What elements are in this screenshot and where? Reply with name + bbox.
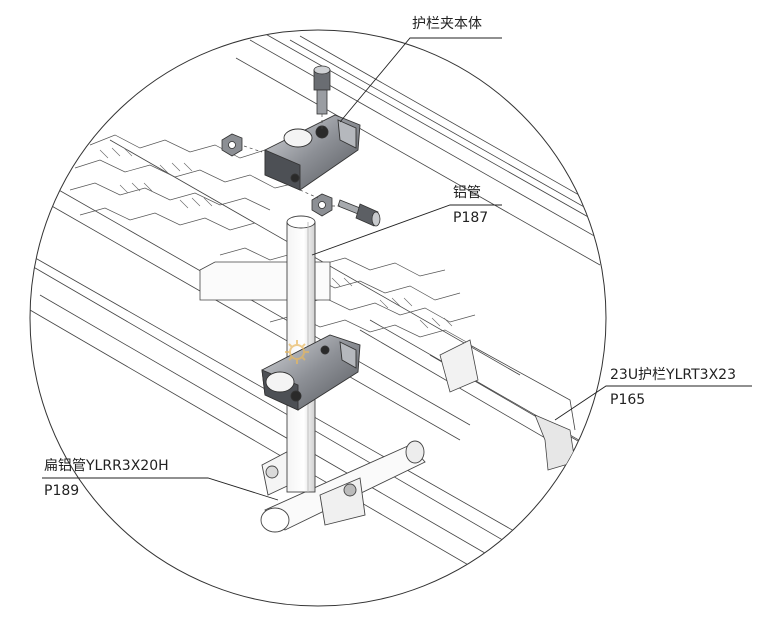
center-lines	[243, 114, 340, 207]
guardrail-label: 23U护栏YLRT3X23	[610, 367, 736, 383]
vertical-screw-part	[313, 65, 331, 115]
aluminum-tube-page-ref: P187	[453, 210, 489, 226]
aluminum-tube-label: 铝管	[453, 185, 481, 201]
clamp-body-label: 护栏夹本体	[412, 16, 482, 32]
lower-clamp-part	[261, 334, 361, 411]
gear-watermark-icon	[285, 340, 309, 364]
flat-tube-label: 扁铝管YLRR3X20H	[44, 458, 169, 474]
upper-clamp-part	[264, 114, 361, 191]
flat-tube-part	[260, 440, 426, 533]
flat-tube-page-ref: P189	[44, 483, 80, 499]
guardrail-page-ref: P165	[610, 392, 646, 408]
nut-part	[221, 133, 333, 217]
leader-lines	[42, 37, 752, 501]
detail-circle	[29, 29, 607, 607]
side-screw-part	[337, 199, 381, 227]
